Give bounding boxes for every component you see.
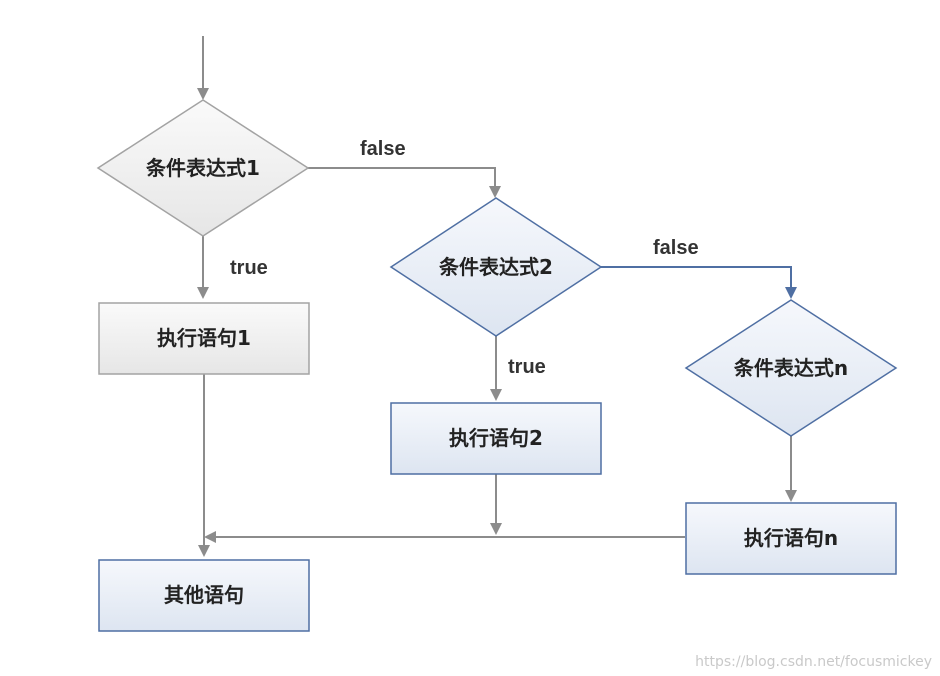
decision-cond1: 条件表达式1: [96, 99, 310, 237]
decision-condn: 条件表达式n: [684, 299, 898, 437]
stmt1-label: 执行语句1: [157, 326, 251, 350]
process-other: 其他语句: [98, 559, 310, 632]
condn-label: 条件表达式n: [734, 356, 848, 380]
connectors: [197, 36, 797, 557]
cond1-true-label: true: [230, 257, 268, 279]
process-stmtn: 执行语句n: [685, 502, 897, 575]
cond2-label: 条件表达式2: [439, 255, 553, 279]
process-stmt1: 执行语句1: [98, 302, 310, 375]
watermark-text: https://blog.csdn.net/focusmickey: [695, 654, 932, 670]
stmt2-label: 执行语句2: [449, 426, 543, 450]
decision-cond2: 条件表达式2: [389, 197, 603, 337]
cond2-false-label: false: [653, 237, 699, 259]
cond2-false-arrow: [601, 266, 797, 299]
other-label: 其他语句: [164, 583, 244, 607]
cond1-false-label: false: [360, 138, 406, 160]
process-stmt2: 执行语句2: [390, 402, 602, 475]
cond2-true-label: true: [508, 356, 546, 378]
stmtn-label: 执行语句n: [744, 526, 838, 550]
cond1-label: 条件表达式1: [146, 156, 260, 180]
cond1-false-arrow: [308, 167, 501, 198]
